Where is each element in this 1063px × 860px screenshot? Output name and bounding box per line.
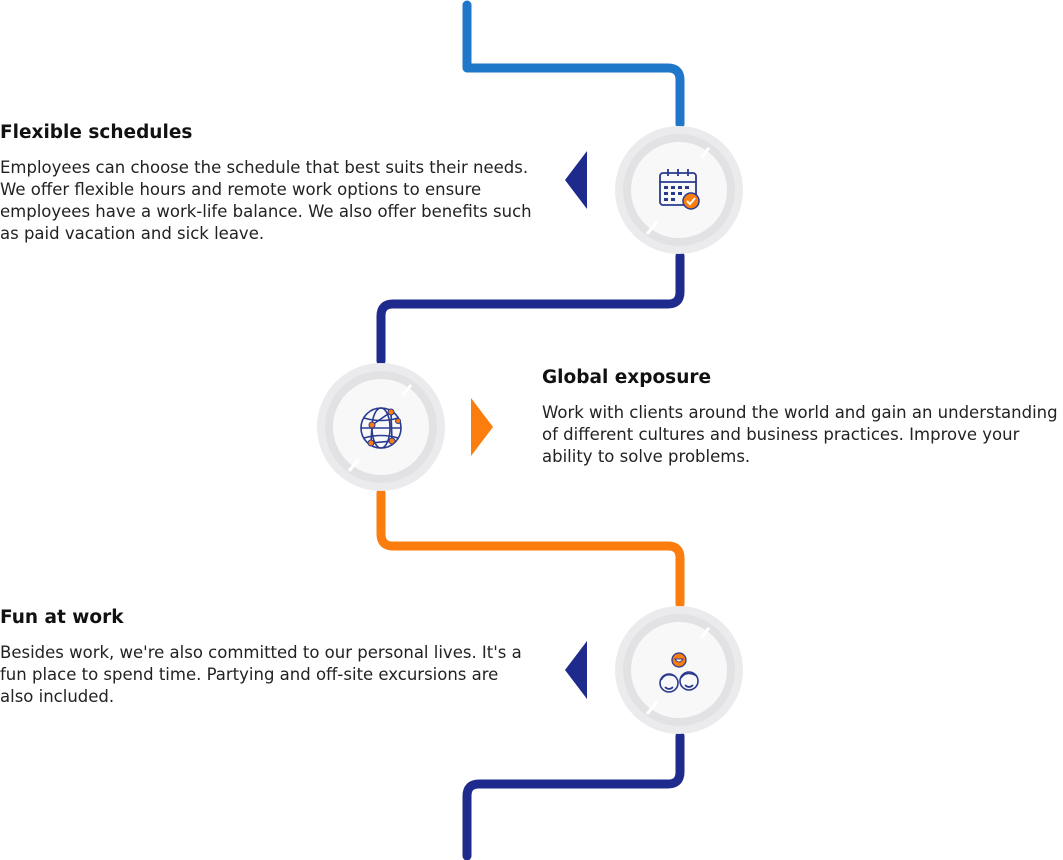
pointer-left-icon xyxy=(565,151,587,209)
feature-description: Work with clients around the world and g… xyxy=(542,403,1058,466)
feature-node-people xyxy=(613,604,745,736)
feature-title: Flexible schedules xyxy=(0,122,193,143)
happy-people-icon xyxy=(659,652,699,693)
pointer-left-icon xyxy=(565,641,587,699)
path-segment-bottom xyxy=(462,731,685,860)
feature-node-globe xyxy=(315,361,447,493)
calendar-check-icon xyxy=(659,169,700,210)
path-segment-upper xyxy=(376,251,685,366)
feature-node-calendar xyxy=(613,124,745,256)
feature-global-exposure: Global exposure Work with clients around… xyxy=(542,367,1062,468)
feature-fun-at-work: Fun at work Besides work, we're also com… xyxy=(0,607,530,708)
path-segment-middle xyxy=(376,488,685,609)
path-segment-top xyxy=(462,0,685,129)
globe-network-icon xyxy=(360,407,402,449)
feature-title: Fun at work xyxy=(0,607,124,628)
feature-description: Employees can choose the schedule that b… xyxy=(0,158,532,243)
feature-description: Besides work, we're also committed to ou… xyxy=(0,643,522,706)
feature-flexible-schedules: Flexible schedules Employees can choose … xyxy=(0,122,540,245)
feature-title: Global exposure xyxy=(542,367,712,388)
pointer-right-icon xyxy=(471,398,493,456)
